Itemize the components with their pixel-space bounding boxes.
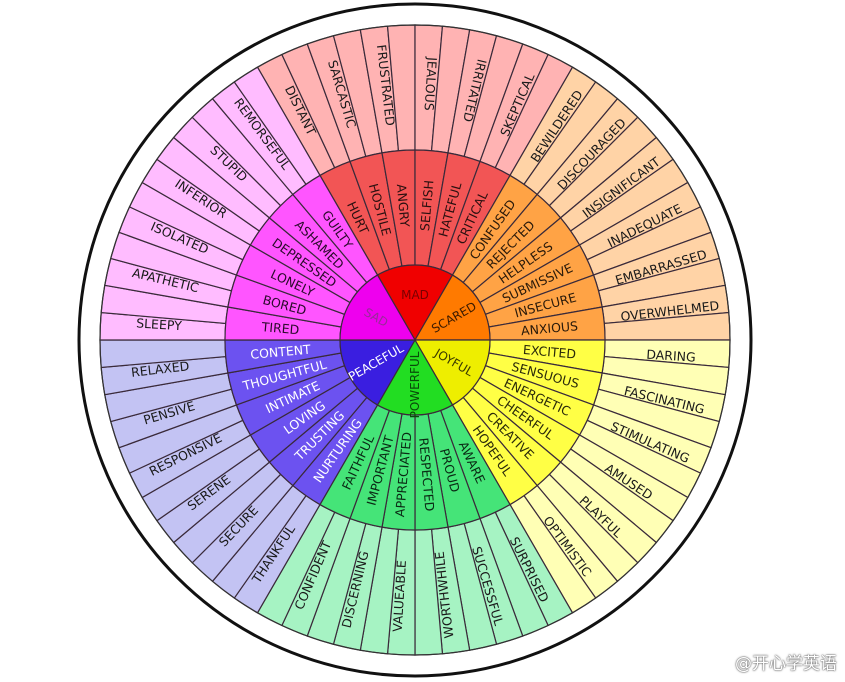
core-segment-mad <box>376 264 454 342</box>
ring-edge <box>99 24 731 656</box>
core-label-mad: MAD <box>401 288 429 302</box>
middle-label-angry: ANGRY <box>394 183 413 228</box>
core-segment-powerful <box>376 338 454 416</box>
core-segment-sad <box>339 274 417 341</box>
middle-label-selfish: SELFISH <box>417 179 436 231</box>
middle-label-tired: TIRED <box>260 319 300 337</box>
watermark: @开心学英语 <box>709 649 837 674</box>
outer-label-valueable: VALUEABLE <box>390 560 409 633</box>
outer-label-sleepy: SLEEPY <box>136 315 183 333</box>
outer-label-jealous: JEALOUS <box>422 56 440 111</box>
watermark-text: @开心学英语 <box>735 654 837 674</box>
outer-label-daring: DARING <box>646 347 696 365</box>
core-segment-scared <box>413 274 491 341</box>
outer-label-relaxed: RELAXED <box>130 358 190 380</box>
middle-label-excited: EXCITED <box>522 342 576 362</box>
core-segment-joyful <box>413 339 491 406</box>
middle-label-content: CONTENT <box>250 342 312 362</box>
core-label-powerful: POWERFUL <box>408 351 422 418</box>
weibo-icon <box>709 653 730 670</box>
middle-label-anxious: ANXIOUS <box>520 318 578 338</box>
core-segment-peaceful <box>339 339 417 406</box>
middle-label-respected: RESPECTED <box>416 437 437 512</box>
middle-label-appreciated: APPRECIATED <box>392 431 414 517</box>
